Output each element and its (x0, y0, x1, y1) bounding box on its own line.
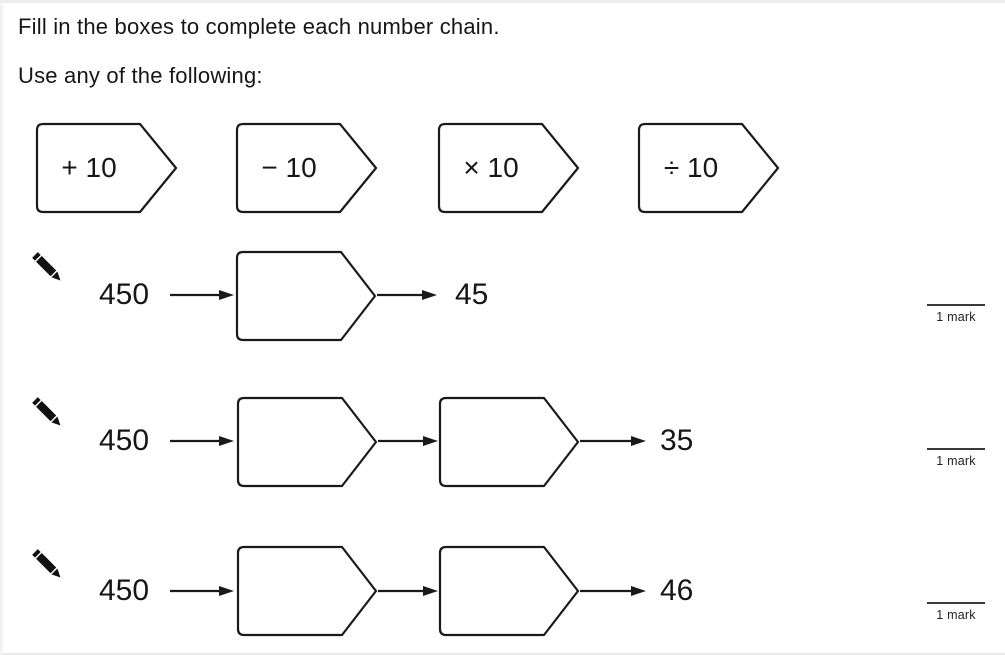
pentagon-shape (235, 122, 378, 214)
arrow-right-icon (170, 436, 234, 446)
arrow-right-icon (378, 586, 438, 596)
operation-card-divide-10: ÷ 10 (637, 122, 780, 214)
instruction-text: Use any of the following: (18, 63, 263, 88)
operation-label: − 10 (261, 152, 317, 183)
operation-label: × 10 (463, 152, 519, 183)
pencil-icon (32, 252, 61, 281)
arrow-right-icon (170, 290, 234, 300)
answer-box[interactable] (438, 396, 580, 488)
pencil-icon (32, 397, 61, 426)
chain-result-value: 46 (660, 574, 694, 607)
answer-box[interactable] (236, 545, 378, 637)
chain-start-value: 450 (98, 574, 150, 607)
chain-start-value: 450 (98, 278, 150, 311)
operation-card-subtract-10: − 10 (235, 122, 378, 214)
answer-box[interactable] (438, 545, 580, 637)
page-title: Fill in the boxes to complete each numbe… (18, 14, 500, 39)
chain-result-value: 35 (660, 424, 694, 457)
arrow-right-icon (580, 436, 646, 446)
chain-result-value: 45 (455, 278, 489, 311)
pencil-icon (32, 549, 61, 578)
mark-allocation: 1 mark (920, 304, 992, 324)
pentagon-shape (637, 122, 780, 214)
mark-label: 1 mark (936, 310, 976, 324)
arrow-right-icon (170, 586, 234, 596)
operation-card-multiply-10: × 10 (437, 122, 580, 214)
answer-box[interactable] (236, 396, 378, 488)
mark-allocation: 1 mark (920, 602, 992, 622)
mark-line (927, 448, 985, 450)
mark-allocation: 1 mark (920, 448, 992, 468)
operation-label: + 10 (61, 152, 117, 183)
operation-label: ÷ 10 (663, 152, 719, 183)
mark-line (927, 304, 985, 306)
pentagon-shape (35, 122, 178, 214)
mark-line (927, 602, 985, 604)
arrow-right-icon (377, 290, 437, 300)
mark-label: 1 mark (936, 608, 976, 622)
arrow-right-icon (580, 586, 646, 596)
arrow-right-icon (378, 436, 438, 446)
chain-start-value: 450 (98, 424, 150, 457)
answer-box[interactable] (235, 250, 377, 342)
operation-card-add-10: + 10 (35, 122, 178, 214)
pentagon-shape (437, 122, 580, 214)
mark-label: 1 mark (936, 454, 976, 468)
